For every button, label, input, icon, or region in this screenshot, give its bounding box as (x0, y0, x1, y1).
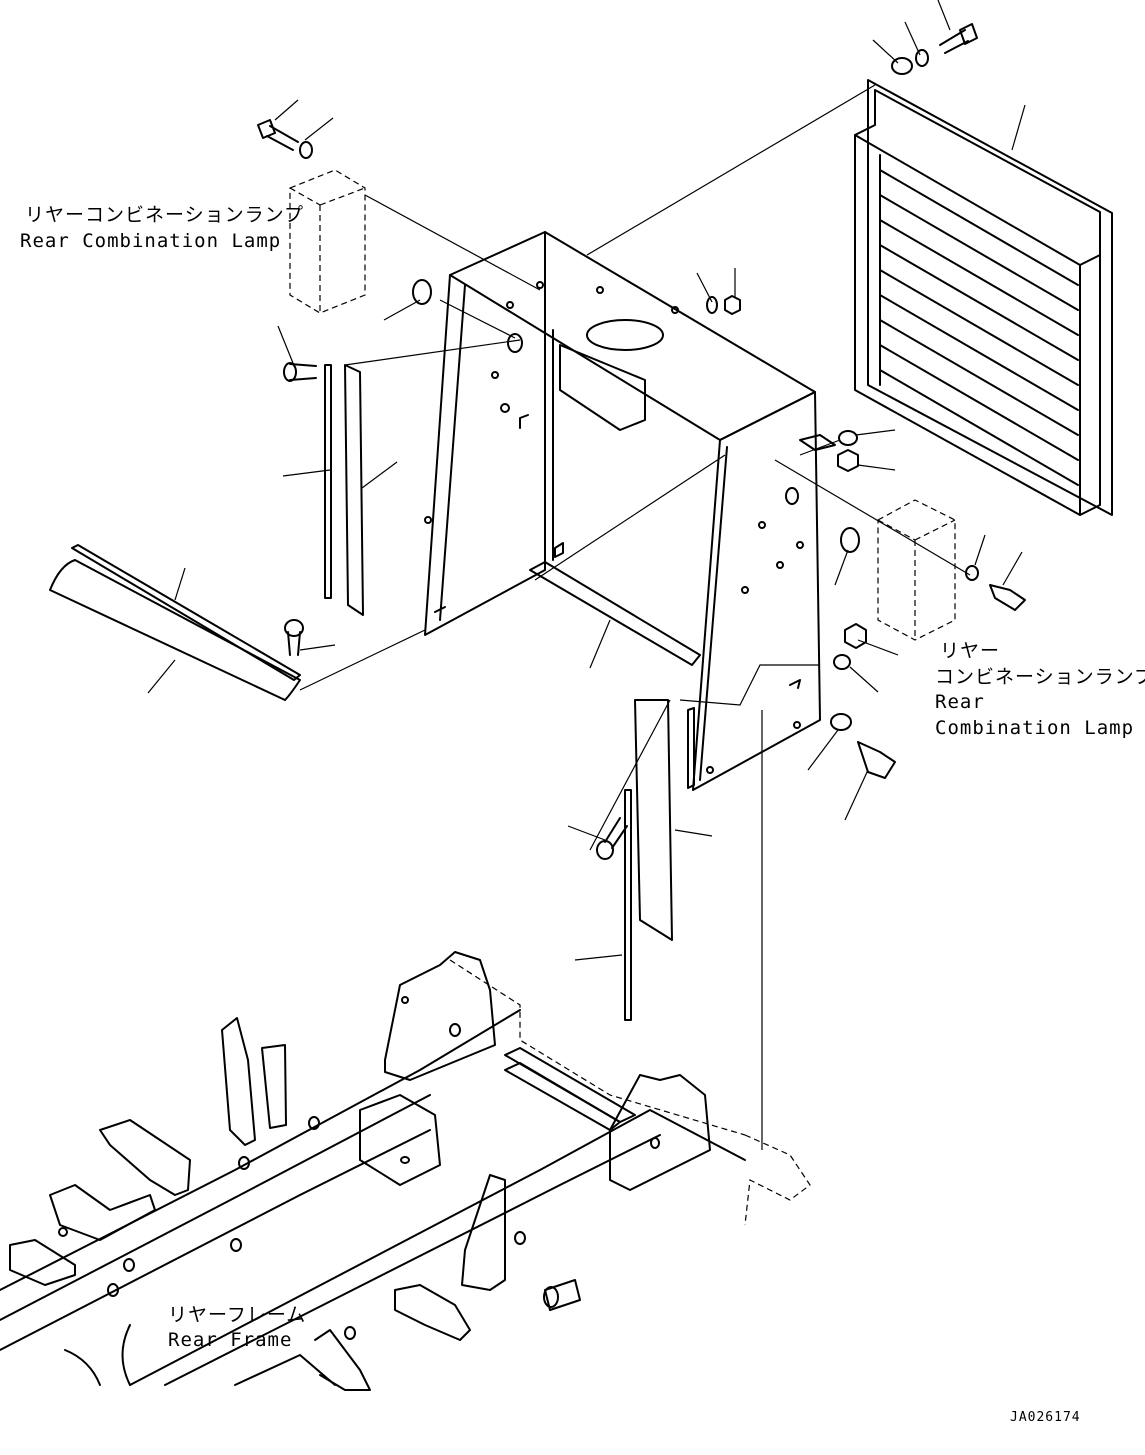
label-rear-combination-lamp-right-en-1: Rear (935, 691, 985, 713)
label-rear-combination-lamp-left-jp: リヤーコンビネーションランプ (25, 204, 305, 226)
louver-grille (854, 79, 1113, 516)
label-rear-frame-en: Rear Frame (168, 1329, 293, 1351)
seal-strips (324, 364, 695, 1021)
rear-frame (0, 951, 811, 1391)
leader-lines (147, 0, 1026, 961)
assembly-lines (299, 84, 971, 1150)
rear-housing (424, 231, 821, 791)
lower-cover (49, 544, 301, 701)
rear-combination-lamp-left (289, 169, 366, 314)
rear-combination-lamp-right (877, 499, 956, 641)
label-rear-frame-jp: リヤーフレーム (168, 1304, 307, 1326)
fasteners (257, 23, 1026, 860)
label-rear-combination-lamp-right-en-2: Combination Lamp (935, 717, 1135, 739)
label-rear-combination-lamp-left-en: Rear Combination Lamp (20, 230, 282, 252)
label-rear-combination-lamp-right-jp-1: リヤー (940, 640, 1001, 662)
label-rear-combination-lamp-right-jp-2: コンビネーションランプ (935, 666, 1145, 688)
drawing-code: JA026174 (1010, 1410, 1081, 1425)
